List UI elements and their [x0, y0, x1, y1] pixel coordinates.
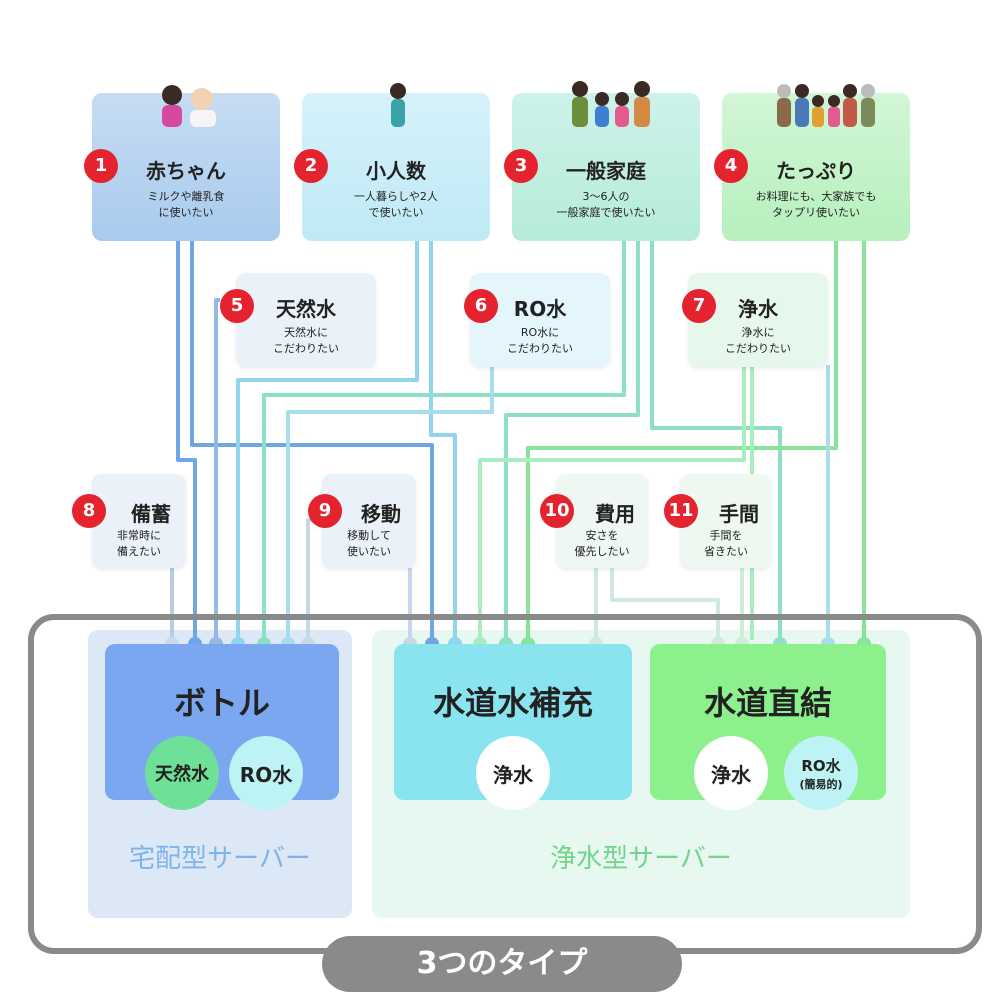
ro-water-badge: RO水 [229, 736, 303, 810]
ro-water-simple-badge: RO水 (簡易的) [784, 736, 858, 810]
need-description: 浄水に こだわりたい [725, 326, 791, 355]
need-number-badge: 11 [664, 494, 698, 528]
need-title: たっぷり [776, 159, 856, 183]
wire-1b [190, 241, 434, 640]
need-number-badge: 1 [84, 149, 118, 183]
family-illustration [572, 81, 650, 127]
three-types-frame [28, 614, 982, 954]
need-number-badge: 10 [540, 494, 574, 528]
need-card-mobility: 9 移動 移動して 使いたい [308, 474, 416, 568]
wire-3c [650, 241, 782, 640]
need-description: 非常時に 備えたい [117, 529, 161, 558]
purified-water-badge: 浄水 [476, 736, 550, 810]
need-title: 費用 [595, 502, 635, 526]
need-card-effort: 11 手間 手間を 省きたい [664, 474, 772, 568]
wire-10b [610, 568, 720, 640]
need-description: 移動して 使いたい [347, 529, 391, 558]
wire-6a [286, 365, 494, 640]
wire-3a [262, 241, 626, 640]
need-number-badge: 9 [308, 494, 342, 528]
need-title: 浄水 [738, 297, 778, 321]
wire-5 [214, 298, 220, 640]
wire-1a [176, 241, 197, 640]
large-family-illustration [777, 84, 875, 127]
server-type-title: ボトル [173, 684, 270, 722]
need-number-badge: 5 [220, 289, 254, 323]
bottle-server-box: ボトル 天然水 RO水 [105, 644, 339, 810]
need-description: RO水に こだわりたい [507, 326, 573, 355]
need-card-family: 3 一般家庭 3〜6人の 一般家庭で使いたい [504, 81, 700, 241]
direct-server-box: 水道直結 浄水 RO水 (簡易的) [650, 644, 886, 810]
need-card-baby: 1 赤ちゃん ミルクや離乳食 に使いたい [84, 85, 280, 241]
delivery-server-label: 宅配型サーバー [129, 844, 311, 874]
need-number-badge: 3 [504, 149, 538, 183]
need-description: ミルクや離乳食 に使いたい [147, 190, 225, 219]
need-number-badge: 4 [714, 149, 748, 183]
wire-4a [526, 241, 838, 640]
server-type-title: 水道水補充 [432, 684, 593, 722]
need-number-badge: 8 [72, 494, 106, 528]
need-description: 一人暮らしや2人 で使いたい [354, 190, 438, 219]
need-title: 手間 [719, 502, 759, 526]
need-title: 備蓄 [131, 502, 171, 526]
wire-2b [429, 241, 457, 640]
need-description: 3〜6人の 一般家庭で使いたい [556, 190, 656, 219]
need-title: 一般家庭 [566, 159, 646, 183]
need-card-purified-water: 7 浄水 浄水に こだわりたい [682, 273, 828, 367]
purifier-server-label: 浄水型サーバー [550, 844, 732, 874]
need-title: RO水 [513, 297, 567, 321]
purified-water-badge: 浄水 [694, 736, 768, 810]
three-types-label: 3つのタイプ [322, 936, 682, 992]
wire-3b [504, 241, 640, 640]
need-description: 天然水に こだわりたい [273, 326, 339, 355]
natural-water-badge: 天然水 [145, 736, 219, 810]
need-number-badge: 2 [294, 149, 328, 183]
need-card-natural-water: 5 天然水 天然水に こだわりたい [220, 273, 376, 367]
single-person-illustration [390, 83, 406, 127]
need-description: 安さを 優先したい [574, 529, 630, 558]
need-title: 天然水 [276, 297, 336, 321]
refill-server-box: 水道水補充 浄水 [394, 644, 632, 810]
need-title: 赤ちゃん [146, 159, 226, 183]
need-title: 移動 [361, 502, 401, 526]
need-number-badge: 7 [682, 289, 716, 323]
mother-baby-illustration [162, 85, 216, 127]
need-description: お料理にも、大家族でも タップリ使いたい [755, 190, 877, 219]
need-card-stockpile: 8 備蓄 非常時に 備えたい [72, 474, 186, 568]
need-title: 小人数 [366, 159, 426, 183]
need-number-badge: 6 [464, 289, 498, 323]
server-type-title: 水道直結 [703, 684, 832, 722]
need-description: 手間を 省きたい [704, 529, 748, 558]
wire-2a [236, 241, 419, 640]
need-card-ro-water: 6 RO水 RO水に こだわりたい [464, 273, 610, 367]
need-card-cost: 10 費用 安さを 優先したい [540, 474, 648, 568]
need-card-plenty: 4 たっぷり お料理にも、大家族でも タップリ使いたい [714, 84, 910, 241]
need-card-small-household: 2 小人数 一人暮らしや2人 で使いたい [294, 83, 490, 241]
wire-7a [478, 365, 746, 640]
